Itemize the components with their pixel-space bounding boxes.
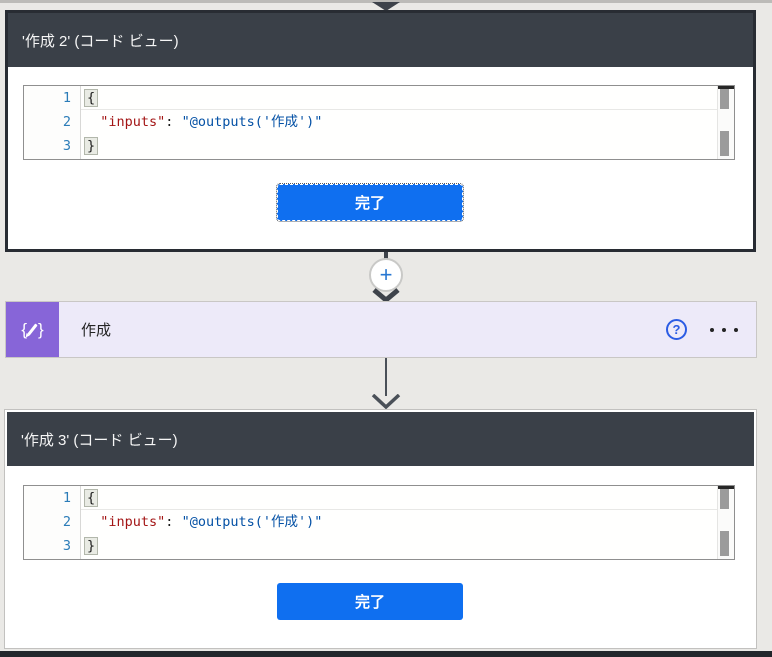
editor-scrollbar[interactable] (717, 486, 734, 559)
scrollbar-thumb[interactable] (720, 89, 729, 109)
json-value: "@outputs('作成')" (181, 114, 323, 130)
editor-scrollbar[interactable] (717, 86, 734, 159)
json-key: "inputs" (100, 514, 166, 530)
code-view-card-compose3: '作成 3' (コード ビュー) 1 2 3 { "inputs": "@out… (4, 409, 757, 649)
code-line: { (81, 486, 717, 510)
action-title: 作成 (81, 322, 112, 339)
plus-glyph: + (379, 262, 393, 287)
scrollbar-thumb[interactable] (720, 531, 729, 556)
code-line: "inputs": "@outputs('作成')" (81, 110, 717, 134)
code-area[interactable]: { "inputs": "@outputs('作成')" } (81, 86, 717, 159)
page-top-edge (0, 0, 772, 3)
close-brace: } (84, 537, 99, 555)
card-header[interactable]: '作成 3' (コード ビュー) (7, 412, 754, 466)
done-button[interactable]: 完了 (277, 583, 463, 620)
card-header[interactable]: '作成 2' (コード ビュー) (8, 13, 753, 67)
code-line: } (81, 534, 717, 558)
connector-arrowhead-icon (372, 288, 400, 303)
done-button[interactable]: 完了 (276, 183, 464, 222)
indent (84, 114, 100, 130)
code-view-card-compose2: '作成 2' (コード ビュー) 1 2 3 { "inputs": "@out… (5, 10, 756, 252)
json-key: "inputs" (100, 114, 166, 130)
separator: : (165, 514, 182, 530)
open-brace: { (84, 489, 99, 507)
connector-line (385, 358, 387, 396)
icon-brace-right: } (38, 319, 44, 339)
question-glyph: ? (672, 322, 681, 337)
bottom-scrollbar[interactable] (0, 651, 772, 657)
line-number: 1 (62, 90, 71, 106)
scrollbar-thumb[interactable] (720, 131, 729, 156)
line-number: 2 (62, 514, 71, 530)
line-number: 1 (62, 490, 71, 506)
scrollbar-thumb[interactable] (720, 489, 729, 509)
scrollbar-top-cap (718, 86, 734, 89)
line-number-gutter: 1 2 3 (24, 86, 81, 159)
separator: : (165, 114, 182, 130)
code-line: { (81, 86, 717, 110)
line-number-gutter: 1 2 3 (24, 486, 81, 559)
help-icon[interactable]: ? (666, 319, 687, 340)
line-number: 3 (62, 538, 71, 554)
code-line: "inputs": "@outputs('作成')" (81, 510, 717, 534)
connector-arrowhead-top-icon (372, 2, 400, 11)
code-area[interactable]: { "inputs": "@outputs('作成')" } (81, 486, 717, 559)
action-card-compose[interactable]: {} 作成 ? (5, 301, 757, 358)
add-step-icon[interactable]: + (369, 258, 403, 292)
line-number: 3 (62, 138, 71, 154)
pencil-icon (27, 323, 38, 336)
ellipsis-menu-icon[interactable] (706, 324, 742, 336)
indent (84, 514, 100, 530)
close-brace: } (84, 137, 99, 155)
json-value: "@outputs('作成')" (181, 514, 323, 530)
json-code-editor[interactable]: 1 2 3 { "inputs": "@outputs('作成')" } (23, 485, 735, 560)
connector-line (384, 252, 388, 259)
icon-brace-left: { (21, 319, 27, 339)
open-brace: { (84, 89, 99, 107)
card-title: '作成 3' (コード ビュー) (21, 431, 178, 449)
compose-icon: {} (6, 302, 59, 357)
line-number: 2 (62, 114, 71, 130)
connector-arrowhead-icon (371, 394, 401, 410)
card-title: '作成 2' (コード ビュー) (22, 32, 179, 50)
scrollbar-top-cap (718, 486, 734, 489)
code-line: } (81, 134, 717, 158)
json-code-editor[interactable]: 1 2 3 { "inputs": "@outputs('作成')" } (23, 85, 735, 160)
